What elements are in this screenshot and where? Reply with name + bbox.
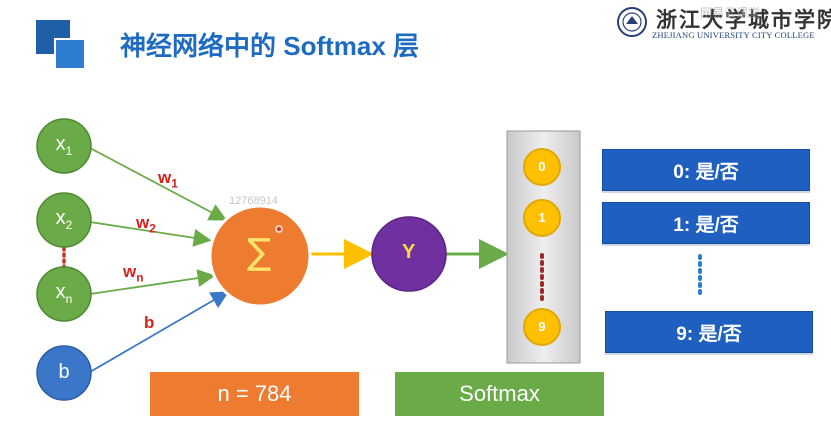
output-label-y: Y [402, 241, 416, 263]
edge-xn-sum [89, 269, 216, 295]
logo-square-front [54, 38, 86, 70]
softmax-output-1 [523, 199, 561, 237]
result-box-9: 9: 是/否 [605, 311, 813, 353]
n-784-box: n = 784 [150, 372, 359, 416]
softmax-output-0 [523, 148, 561, 186]
page-title: 神经网络中的 Softmax 层 [120, 31, 420, 61]
edge-x1-sum [89, 147, 228, 221]
result-box-0: 0: 是/否 [602, 149, 810, 191]
result-box-1: 1: 是/否 [602, 202, 810, 244]
input-node-xn [36, 266, 92, 322]
college-seal-icon [617, 7, 647, 37]
edge-b-sum [89, 291, 230, 373]
softmax-label-box: Softmax [395, 372, 604, 416]
watermark-text: 网易云课堂 [700, 6, 761, 20]
input-node-x2 [36, 192, 92, 248]
weight-label-w1: w1 [158, 168, 178, 191]
college-name-cn: 浙江大学城市学院 [656, 7, 831, 32]
weight-label-w2: w2 [136, 213, 156, 236]
weight-label-b: b [144, 313, 155, 332]
softmax-digit-9: 9 [538, 319, 546, 334]
softmax-digit-1: 1 [538, 210, 546, 225]
input-label-x2: x2 [55, 207, 73, 232]
softmax-digit-0: 0 [538, 159, 546, 174]
input-node-b [36, 345, 92, 401]
sum-node [208, 204, 312, 308]
input-label-x1: x1 [55, 133, 73, 158]
weight-label-wn: wn [123, 262, 144, 285]
input-label-xn: xn [55, 281, 73, 306]
red-pointer-dot [275, 225, 283, 233]
input-node-x1 [36, 118, 92, 174]
edge-x2-sum [89, 221, 212, 247]
sum-symbol: ∑ [247, 232, 272, 273]
softmax-output-9 [523, 308, 561, 346]
id-number: 12768914 [229, 195, 278, 207]
college-name-en: ZHEJIANG UNIVERSITY CITY COLLEGE [652, 30, 815, 40]
input-label-b: b [58, 361, 70, 383]
output-node-y [371, 216, 447, 292]
